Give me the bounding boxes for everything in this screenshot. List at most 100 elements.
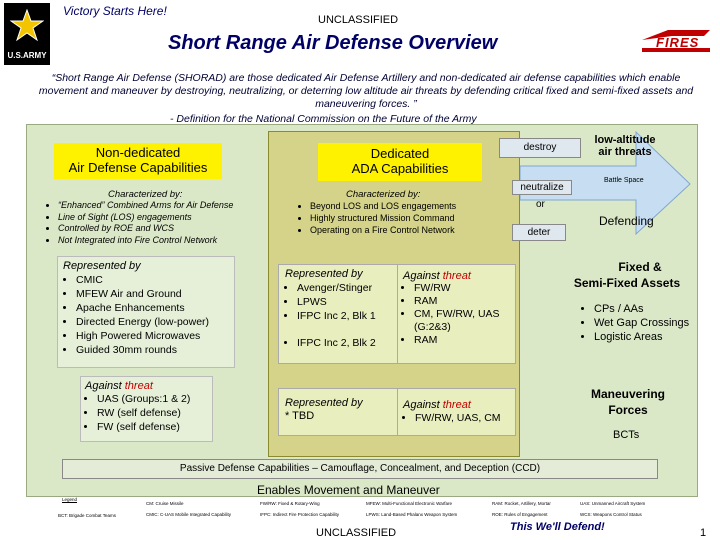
list-item: IFPC Inc 2, Blk 1: [297, 309, 397, 323]
dedicated-characterized-label: Characterized by:: [346, 189, 421, 200]
legend-item: CMIC: C-UAS Mobile Integrated Capability: [146, 512, 232, 517]
legend-item: MFEW: Multi-Functional Electronic Warfar…: [366, 501, 453, 506]
legend-col5: RAM: Rocket, Artillery, Mortar ROE: Rule…: [492, 498, 551, 520]
maneuver-title-line1: Maneuvering: [590, 387, 665, 401]
list-item: Apache Enhancements: [76, 301, 234, 315]
dedicated-title: Dedicated ADA Capabilities: [318, 143, 482, 181]
definition-source: - Definition for the National Commission…: [170, 113, 477, 125]
nondedicated-characterized-label: Characterized by:: [108, 189, 183, 200]
dedicated-tbd-threat-label: Against threat: [403, 399, 517, 411]
list-item: Controlled by ROE and WCS: [58, 223, 283, 235]
list-item: MFEW Air and Ground: [76, 287, 234, 301]
legend-item: CM: Cruise Missile: [146, 501, 184, 506]
battle-space-arrow-icon: [520, 130, 691, 236]
legend-col4: MFEW: Multi-Functional Electronic Warfar…: [366, 498, 457, 520]
passive-defense-label: Passive Defense Capabilities – Camouflag…: [179, 463, 541, 474]
legend-item: UAS: Unmanned Aircraft System: [580, 501, 646, 506]
neutralize-box: neutralize: [512, 180, 572, 195]
legend-col3: FW/RW: Fixed & Rotary-Wing IFPC: Indirec…: [260, 498, 339, 520]
nondedicated-represented-label: Represented by: [63, 260, 141, 272]
page-title: Short Range Air Defense Overview: [168, 32, 498, 54]
threat-word: threat: [442, 399, 471, 411]
list-item: CMIC: [76, 273, 234, 287]
list-item: LPWS: [297, 295, 397, 309]
nondedicated-title: Non-dedicated Air Defense Capabilities: [54, 143, 222, 179]
list-item: Beyond LOS and LOS engagements: [310, 200, 530, 212]
defending-label: Defending: [599, 214, 654, 228]
list-item: UAS (Groups:1 & 2): [97, 392, 212, 406]
legend-item: LPWS: Land-Based Phalanx Weapon System: [366, 512, 458, 517]
dedicated-tbd-value: * TBD: [285, 410, 315, 422]
dedicated-tbd-threat-col: Against threat FW/RW, UAS, CM: [403, 399, 517, 425]
threat-prefix: Against: [403, 270, 443, 282]
threat-word: threat: [124, 380, 153, 392]
dedicated-tbd-threat-list: FW/RW, UAS, CM: [403, 411, 517, 425]
list-item: Operating on a Fire Control Network: [310, 224, 530, 236]
classification-bottom: UNCLASSIFIED: [316, 527, 397, 539]
legend-title: Legend: [62, 497, 78, 502]
legend-item: RAM: Rocket, Artillery, Mortar: [492, 501, 551, 506]
definition-quote: “Short Range Air Defense (SHORAD) are th…: [38, 72, 694, 110]
nondedicated-represented-box: Represented by CMIC MFEW Air and Ground …: [57, 256, 235, 368]
maneuver-title-line2: Forces: [608, 403, 648, 417]
nondedicated-represented-list: CMIC MFEW Air and Ground Apache Enhancem…: [58, 273, 234, 357]
nondedicated-threat-box: Against threat UAS (Groups:1 & 2) RW (se…: [80, 376, 213, 442]
legend-col6: UAS: Unmanned Aircraft System WCS: Weapo…: [580, 498, 645, 520]
dedicated-represented-col: Represented by Avenger/Stinger LPWS IFPC…: [279, 265, 398, 363]
list-item: Avenger/Stinger: [297, 281, 397, 295]
dedicated-threat-col: Against threat FW/RW RAM CM, FW/RW, UAS …: [399, 265, 515, 347]
legend-item: FW/RW: Fixed & Rotary-Wing: [260, 501, 320, 506]
nondedicated-threat-list: UAS (Groups:1 & 2) RW (self defense) FW …: [81, 392, 212, 434]
destroy-box: destroy: [499, 138, 581, 158]
list-item: FW/RW: [414, 282, 515, 295]
legend-box: Legend BCT: Brigade Combat Teams CM: Cru…: [58, 497, 702, 524]
threat-prefix: Against: [85, 380, 125, 392]
legend-item: IFPC: Indirect Fire Protection Capabilit…: [260, 512, 340, 517]
deter-box: deter: [512, 224, 566, 241]
list-item: Line of Sight (LOS) engagements: [58, 212, 283, 224]
passive-defense-bar: Passive Defense Capabilities – Camouflag…: [62, 459, 658, 479]
army-logo: U.S.ARMY: [4, 3, 50, 65]
threat-title-line1: low-altitude: [594, 134, 656, 146]
fixed-title-line1: Fixed &: [618, 260, 662, 274]
dedicated-represented-box: Represented by Avenger/Stinger LPWS IFPC…: [278, 264, 516, 364]
footer-motto: This We'll Defend!: [510, 521, 605, 533]
dedicated-tbd-col: Represented by * TBD: [279, 389, 398, 435]
fixed-items-list: CPs / AAs Wet Gap Crossings Logistic Are…: [584, 302, 704, 344]
legend-item: ROE: Rules of Engagement: [492, 512, 548, 517]
deter-label: deter: [527, 227, 551, 238]
dedicated-tbd-label: Represented by: [285, 397, 363, 409]
bcts-label: BCTs: [613, 429, 640, 441]
list-item: RAM: [414, 295, 515, 308]
list-item: Not Integrated into Fire Control Network: [58, 235, 283, 247]
dedicated-title-line1: Dedicated: [370, 146, 430, 161]
battle-space-label: Battle Space: [604, 177, 644, 184]
threat-prefix: Against: [403, 399, 443, 411]
fixed-title-line2: Semi-Fixed Assets: [573, 276, 681, 290]
legend-item: WCS: Weapons Control Status: [580, 512, 642, 517]
fires-logo-text: FIRES: [656, 35, 700, 50]
dedicated-characterized-list: Beyond LOS and LOS engagements Highly st…: [296, 200, 530, 236]
low-altitude-threat-oval: low-altitude air threats: [584, 130, 666, 170]
list-item: FW/RW, UAS, CM: [415, 411, 517, 425]
list-item: CM, FW/RW, UAS (G:2&3): [414, 308, 515, 334]
list-item: RW (self defense): [97, 406, 212, 420]
dedicated-title-line2: ADA Capabilities: [351, 161, 449, 176]
dedicated-threat-label: Against threat: [403, 270, 515, 282]
dedicated-represented-list-a: Avenger/Stinger LPWS IFPC Inc 2, Blk 1: [279, 281, 397, 323]
dedicated-threat-list-a: FW/RW RAM CM, FW/RW, UAS (G:2&3): [399, 282, 515, 334]
list-item: Directed Energy (low-power): [76, 315, 234, 329]
dedicated-threat-list-b: RAM: [399, 334, 515, 347]
list-item: Highly structured Mission Command: [310, 212, 530, 224]
nondedicated-title-line1: Non-dedicated: [95, 145, 181, 160]
destroy-label: destroy: [523, 142, 557, 153]
legend-col2: CM: Cruise Missile CMIC: C-UAS Mobile In…: [146, 498, 231, 520]
list-item: Logistic Areas: [594, 330, 704, 344]
list-item: Guided 30mm rounds: [76, 343, 234, 357]
dedicated-represented-list-b: IFPC Inc 2, Blk 2: [279, 336, 397, 350]
list-item: High Powered Microwaves: [76, 329, 234, 343]
header-motto: Victory Starts Here!: [63, 4, 167, 18]
enables-label: Enables Movement and Maneuver: [257, 483, 440, 497]
neutralize-label: neutralize: [520, 182, 564, 193]
legend-col1: BCT: Brigade Combat Teams: [58, 510, 116, 521]
